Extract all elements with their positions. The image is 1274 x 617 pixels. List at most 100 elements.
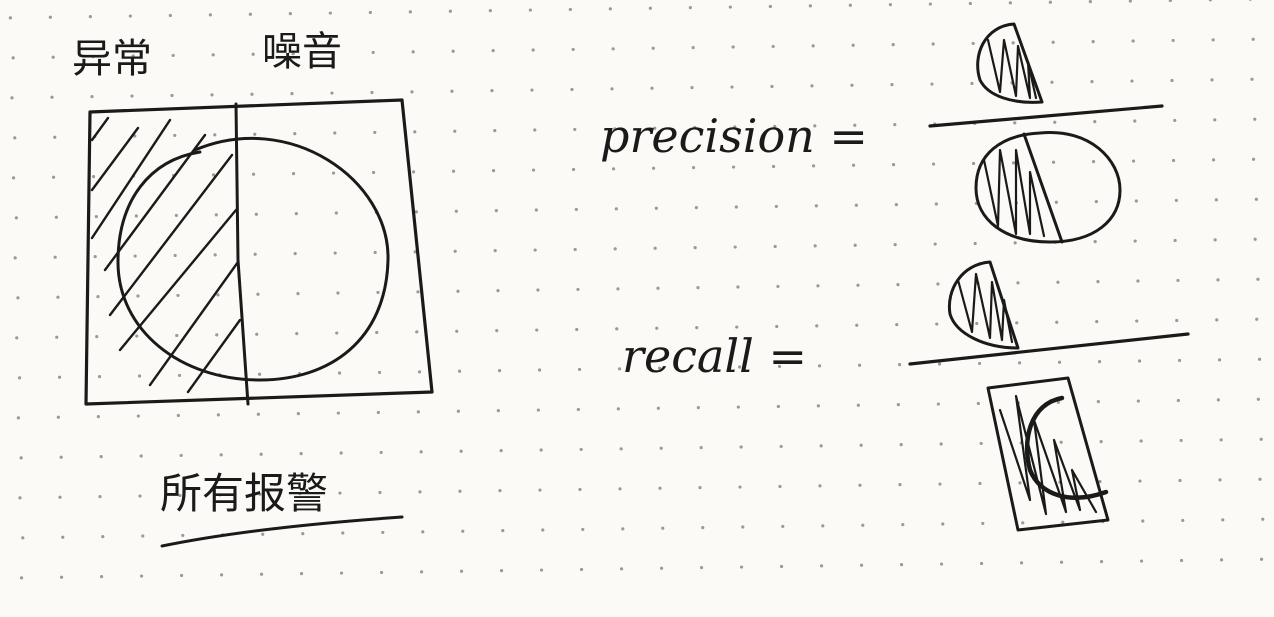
- grid-dot: [578, 487, 582, 492]
- grid-dot: [453, 249, 457, 253]
- grid-dot: [1061, 520, 1065, 524]
- grid-dot: [57, 375, 62, 379]
- grid-dot: [816, 284, 820, 288]
- grid-dot: [208, 13, 212, 17]
- grid-dot: [574, 207, 578, 212]
- grid-dot: [411, 170, 416, 174]
- grid-dot: [248, 12, 252, 16]
- precision-numerator-hatch: [986, 38, 1038, 100]
- grid-dot: [971, 161, 976, 166]
- grid-dot: [819, 564, 824, 568]
- grid-dot: [698, 486, 702, 490]
- precision-fraction-bar: [928, 104, 1164, 128]
- grid-dot: [1216, 278, 1220, 282]
- grid-dot: [734, 205, 738, 209]
- grid-dot: [813, 244, 817, 248]
- grid-dot: [1213, 238, 1217, 242]
- grid-dot: [255, 332, 259, 336]
- grid-dot: [733, 245, 737, 249]
- grid-dot: [659, 446, 663, 450]
- grid-dot: [1173, 118, 1177, 123]
- grid-dot: [375, 330, 379, 335]
- grid-dot: [1261, 517, 1265, 521]
- grid-dot: [8, 16, 12, 20]
- grid-dot: [1095, 320, 1099, 324]
- grid-dot: [1059, 560, 1064, 564]
- grid-dot: [1178, 478, 1182, 483]
- grid-dot: [737, 365, 742, 369]
- grid-dot: [13, 136, 17, 140]
- grid-dot: [94, 215, 98, 219]
- grid-dot: [811, 44, 815, 48]
- grid-dot: [656, 286, 660, 290]
- grid-dot: [853, 123, 857, 127]
- grid-dot: [1250, 77, 1254, 81]
- grid-dot: [341, 531, 345, 535]
- grid-dot: [897, 363, 902, 367]
- grid-dot: [815, 324, 819, 328]
- grid-dot: [17, 376, 22, 380]
- grid-dot: [856, 283, 860, 287]
- grid-dot: [414, 210, 418, 214]
- grid-dot: [818, 484, 822, 488]
- grid-dot: [1096, 280, 1100, 284]
- grid-dot: [930, 82, 934, 86]
- grid-dot: [178, 493, 182, 498]
- grid-dot: [261, 532, 265, 536]
- grid-dot: [497, 369, 502, 373]
- grid-dot: [256, 412, 260, 416]
- grid-dot: [1131, 39, 1135, 43]
- precision-label: precision =: [600, 109, 868, 163]
- grid-dot: [298, 492, 302, 496]
- grid-dot: [690, 86, 694, 90]
- precision-denominator-hatch: [982, 148, 1046, 238]
- grid-dot: [330, 91, 334, 95]
- grid-dot: [1181, 518, 1185, 523]
- grid-dot: [296, 292, 300, 296]
- grid-dot: [488, 9, 492, 13]
- grid-dot: [139, 454, 143, 458]
- grid-dot: [496, 409, 500, 413]
- grid-dot: [1248, 0, 1252, 1]
- all-alerts-label: 所有报警: [160, 469, 328, 518]
- grid-dot: [416, 410, 420, 414]
- grid-dot: [213, 253, 217, 257]
- recall-denominator-hatch: [998, 394, 1098, 516]
- grid-dot: [1056, 280, 1060, 284]
- grid-dot: [93, 255, 97, 259]
- grid-dot: [219, 573, 224, 577]
- grid-dot: [973, 241, 977, 246]
- grid-dot: [379, 570, 384, 575]
- grid-dot: [91, 175, 96, 179]
- grid-dot: [576, 407, 580, 412]
- grid-dot: [619, 447, 623, 451]
- grid-dot: [1138, 479, 1142, 483]
- grid-dot: [173, 253, 177, 258]
- grid-dot: [651, 46, 655, 50]
- grid-dot: [615, 327, 619, 331]
- grid-dot: [290, 92, 294, 96]
- grid-dot: [179, 573, 184, 578]
- grid-dot: [1174, 198, 1178, 203]
- grid-dot: [536, 408, 540, 412]
- grid-dot: [975, 321, 979, 326]
- grid-dot: [170, 93, 174, 98]
- grid-dot: [775, 324, 779, 329]
- grid-dot: [333, 131, 337, 135]
- grid-dot: [51, 55, 55, 59]
- recall-label: recall =: [622, 329, 807, 383]
- grid-dot: [253, 132, 257, 136]
- grid-dot: [421, 530, 425, 534]
- grid-dot: [1168, 0, 1172, 3]
- grid-dot: [854, 203, 858, 207]
- grid-dot: [98, 495, 102, 499]
- grid-dot: [1098, 480, 1102, 484]
- grid-dot: [537, 368, 542, 372]
- grid-dot: [1048, 0, 1052, 4]
- grid-dot: [696, 286, 700, 290]
- grid-dot: [1128, 0, 1132, 3]
- grid-dot: [328, 11, 332, 15]
- grid-dot: [1090, 80, 1094, 84]
- grid-dot: [13, 256, 17, 260]
- grid-dot: [1219, 438, 1223, 442]
